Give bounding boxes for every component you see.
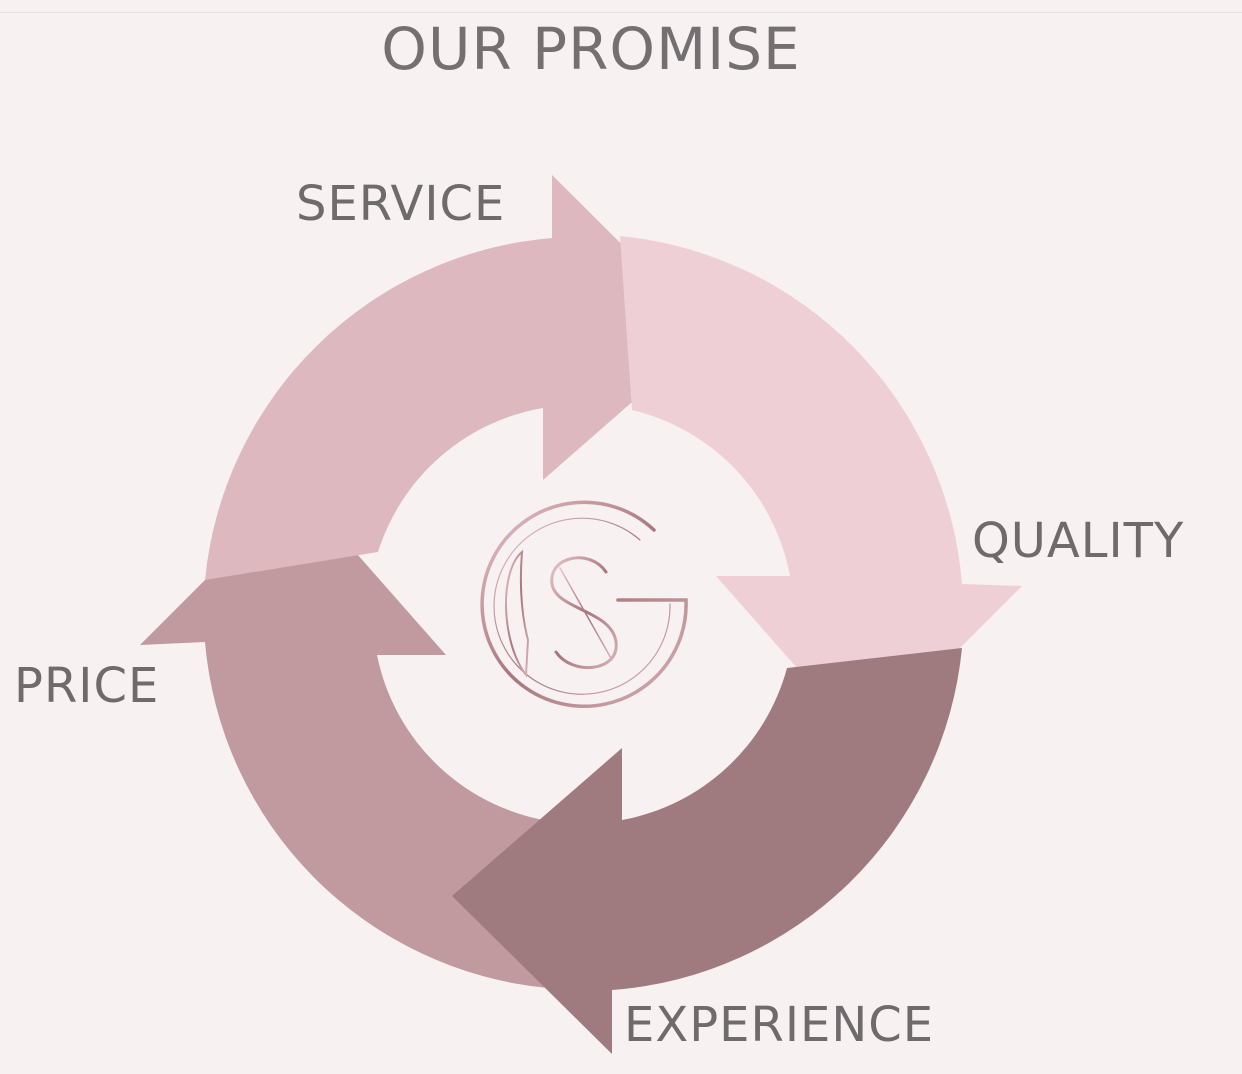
price-label: PRICE (14, 658, 160, 714)
lsg-monogram-logo (480, 500, 688, 708)
logo-g-ring-inner (493, 517, 671, 695)
diagram-title: OUR PROMISE (381, 15, 801, 83)
top-divider (0, 12, 1242, 13)
price-arrow (140, 487, 556, 988)
service-arrow (205, 175, 711, 580)
quality-arrow (620, 236, 1022, 744)
quality-label: QUALITY (972, 513, 1185, 569)
logo-letter-s (550, 556, 618, 670)
experience-label: EXPERIENCE (624, 997, 935, 1053)
service-label: SERVICE (296, 176, 506, 232)
logo-letter-s-slash (559, 567, 613, 661)
logo-g-ring (480, 500, 688, 708)
logo-letter-l (505, 549, 530, 678)
experience-arrow (452, 648, 962, 1054)
